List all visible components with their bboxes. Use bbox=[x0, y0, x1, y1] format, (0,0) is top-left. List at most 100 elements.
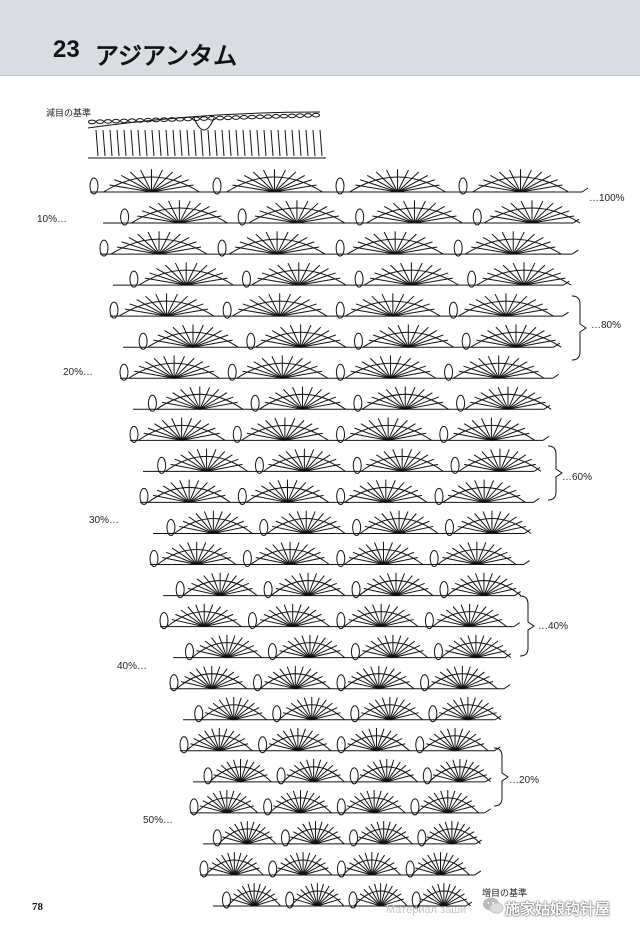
fan-stitch bbox=[383, 821, 391, 845]
fan-stitch bbox=[222, 836, 248, 845]
fan-stitch bbox=[251, 427, 286, 441]
fan-stitch bbox=[296, 893, 318, 907]
chain-loop bbox=[258, 736, 268, 754]
fan-stitch bbox=[386, 774, 414, 783]
chain-loop bbox=[335, 177, 345, 195]
fan-stitch bbox=[433, 852, 441, 876]
fan-stitch bbox=[275, 606, 294, 627]
fan-stitch bbox=[440, 857, 460, 876]
fan-stitch bbox=[362, 668, 380, 690]
fan-stitch bbox=[204, 619, 237, 628]
fan-stitch bbox=[499, 458, 533, 472]
decrease-notch bbox=[193, 117, 215, 131]
fan-stitch bbox=[354, 427, 389, 441]
fan-stitch bbox=[257, 423, 286, 441]
fan-stitch bbox=[491, 427, 526, 441]
fan-stitch bbox=[376, 821, 385, 845]
fan-stitch bbox=[287, 485, 314, 503]
fan-stitch bbox=[378, 666, 388, 689]
fan-stitch bbox=[515, 330, 545, 348]
fan-stitch bbox=[379, 759, 388, 782]
fan-stitch bbox=[371, 295, 394, 317]
fan-stitch bbox=[362, 769, 387, 783]
fan-stitch bbox=[370, 666, 380, 689]
fan-stitch bbox=[208, 867, 235, 876]
row-end-tick bbox=[514, 591, 521, 596]
fan-stitch bbox=[347, 681, 379, 690]
fan-stitch bbox=[289, 728, 299, 751]
chart-row bbox=[199, 852, 482, 878]
fan-stitch bbox=[483, 582, 513, 597]
fan-stitch bbox=[368, 728, 377, 751]
row-end-tick bbox=[503, 684, 511, 690]
fan-stitch bbox=[365, 544, 384, 565]
fan-stitch bbox=[196, 578, 221, 596]
fan-stitch bbox=[296, 511, 307, 534]
chain-loop bbox=[119, 363, 129, 381]
fan-stitch bbox=[181, 427, 216, 441]
fan-stitch bbox=[179, 480, 190, 503]
fan-stitch bbox=[289, 551, 321, 565]
fan-stitch bbox=[307, 582, 337, 597]
fan-stitch bbox=[509, 169, 521, 193]
fan-stitch bbox=[355, 303, 393, 317]
fan-stitch bbox=[352, 613, 382, 628]
right-pct-80: …80% bbox=[591, 320, 622, 331]
fan-stitch bbox=[199, 644, 228, 659]
fan-stitch bbox=[374, 883, 382, 907]
chain-loop bbox=[415, 736, 425, 754]
fan-stitch bbox=[387, 427, 423, 441]
fan-stitch bbox=[187, 542, 198, 565]
fan-stitch bbox=[192, 339, 233, 348]
fan-stitch bbox=[303, 451, 323, 472]
chain-loop bbox=[288, 113, 296, 119]
row-end-tick bbox=[524, 529, 531, 534]
fan-stitch bbox=[213, 516, 239, 534]
fan-stitch bbox=[186, 277, 228, 286]
fan-stitch bbox=[137, 215, 180, 224]
fan-stitch bbox=[386, 169, 398, 193]
chain-loop bbox=[429, 550, 439, 568]
chain-loop bbox=[336, 860, 346, 878]
right-pct-100: …100% bbox=[589, 193, 625, 204]
fan-stitch bbox=[182, 324, 194, 348]
fan-stitch bbox=[397, 169, 409, 193]
fan-stitch bbox=[372, 761, 388, 783]
fan-stitch bbox=[512, 237, 544, 255]
chain-loop bbox=[420, 674, 430, 692]
fan-stitch bbox=[206, 454, 233, 472]
fan-stitch bbox=[380, 606, 398, 627]
fan-stitch bbox=[310, 883, 318, 907]
fan-stitch bbox=[383, 836, 409, 845]
fan-stitch bbox=[483, 588, 517, 597]
fan-stitch bbox=[392, 308, 435, 317]
brace bbox=[493, 747, 509, 807]
fan-stitch bbox=[392, 293, 405, 317]
chain-loop bbox=[147, 394, 157, 412]
fan-stitch bbox=[458, 370, 499, 379]
fan-stitch bbox=[484, 295, 507, 317]
fan-stitch bbox=[303, 449, 315, 472]
fan-stitch bbox=[397, 171, 420, 193]
fan-stitch bbox=[369, 277, 412, 286]
row-end-tick bbox=[523, 560, 530, 565]
fan-stitch bbox=[383, 551, 415, 565]
row-end-tick bbox=[572, 218, 580, 224]
fan-stitch bbox=[272, 738, 299, 752]
fan-stitch bbox=[502, 264, 525, 286]
fan-stitch bbox=[189, 494, 226, 503]
fan-stitch bbox=[411, 268, 442, 286]
fan-stitch bbox=[313, 759, 322, 782]
chain-loop bbox=[263, 581, 273, 599]
chain-loop bbox=[335, 301, 345, 319]
fan-stitch bbox=[476, 551, 508, 565]
chain-line bbox=[87, 111, 321, 129]
row-end-tick bbox=[475, 839, 483, 845]
fan-stitch bbox=[297, 826, 316, 845]
fan-stitch bbox=[392, 449, 403, 472]
fan-stitch bbox=[143, 432, 182, 441]
fan-stitch bbox=[240, 759, 249, 782]
fan-stitch bbox=[158, 241, 197, 255]
fan-stitch bbox=[481, 451, 501, 472]
stitch bbox=[116, 129, 120, 157]
